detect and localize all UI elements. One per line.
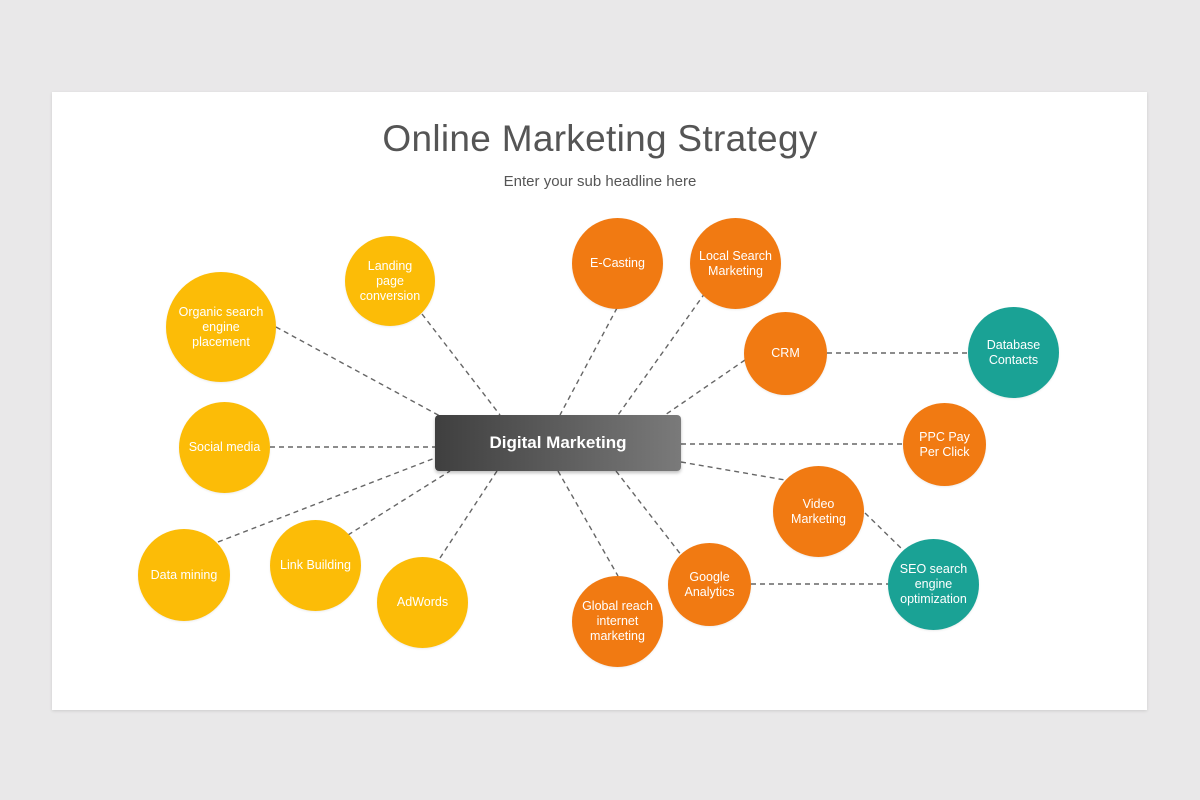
node-crm: CRM	[744, 312, 827, 395]
node-social-media: Social media	[179, 402, 270, 493]
connector-data-mining	[217, 457, 436, 543]
node-label: Database Contacts	[986, 337, 1041, 367]
node-label: SEO search engine optimization	[899, 562, 968, 606]
page-subtitle: Enter your sub headline here	[503, 173, 697, 190]
node-ppc: PPC Pay Per Click	[903, 403, 986, 486]
connector-video-seo	[864, 512, 904, 551]
connector-e-casting	[559, 307, 618, 416]
node-label: CRM	[771, 346, 800, 360]
node-label: Link Building	[280, 558, 351, 572]
node-label: Global reach internet marketing	[582, 599, 653, 643]
node-data-mining: Data mining	[138, 529, 230, 621]
connector-organic-search	[275, 326, 441, 417]
node-organic-search: Organic search engine placement	[166, 272, 276, 382]
node-local-search: Local Search Marketing	[690, 218, 781, 309]
center-hub-digital-marketing: Digital Marketing	[435, 415, 681, 471]
connector-landing-page	[421, 313, 501, 416]
node-database-contacts: Database Contacts	[968, 307, 1059, 398]
node-label: Organic search engine placement	[178, 304, 264, 349]
connector-crm	[664, 359, 746, 416]
connector-local-search	[617, 292, 706, 416]
node-label: Social media	[188, 440, 261, 454]
connector-global-reach	[557, 470, 619, 577]
page-title: Online Marketing Strategy	[382, 118, 818, 159]
node-global-reach: Global reach internet marketing	[572, 576, 663, 667]
connector-link-building	[347, 470, 451, 536]
node-label: Video Marketing	[791, 496, 846, 526]
node-label: Data mining	[150, 567, 218, 582]
node-video-marketing: Video Marketing	[773, 466, 864, 557]
node-landing-page: Landing page conversion	[345, 236, 435, 326]
node-label: Local Search Marketing	[699, 248, 772, 278]
node-label: Google Analytics	[684, 569, 735, 599]
node-label: Landing page conversion	[359, 258, 421, 303]
connector-video-marketing	[680, 461, 786, 481]
node-adwords: AdWords	[377, 557, 468, 648]
connector-google-analytics	[615, 470, 683, 557]
node-seo: SEO search engine optimization	[888, 539, 979, 630]
node-label: E-Casting	[590, 256, 645, 270]
node-e-casting: E-Casting	[572, 218, 663, 309]
node-link-building: Link Building	[270, 520, 361, 611]
node-label: AdWords	[396, 595, 449, 609]
center-hub-label: Digital Marketing	[489, 433, 627, 452]
connector-adwords	[439, 470, 498, 559]
node-label: PPC Pay Per Click	[919, 429, 970, 459]
node-google-analytics: Google Analytics	[668, 543, 751, 626]
